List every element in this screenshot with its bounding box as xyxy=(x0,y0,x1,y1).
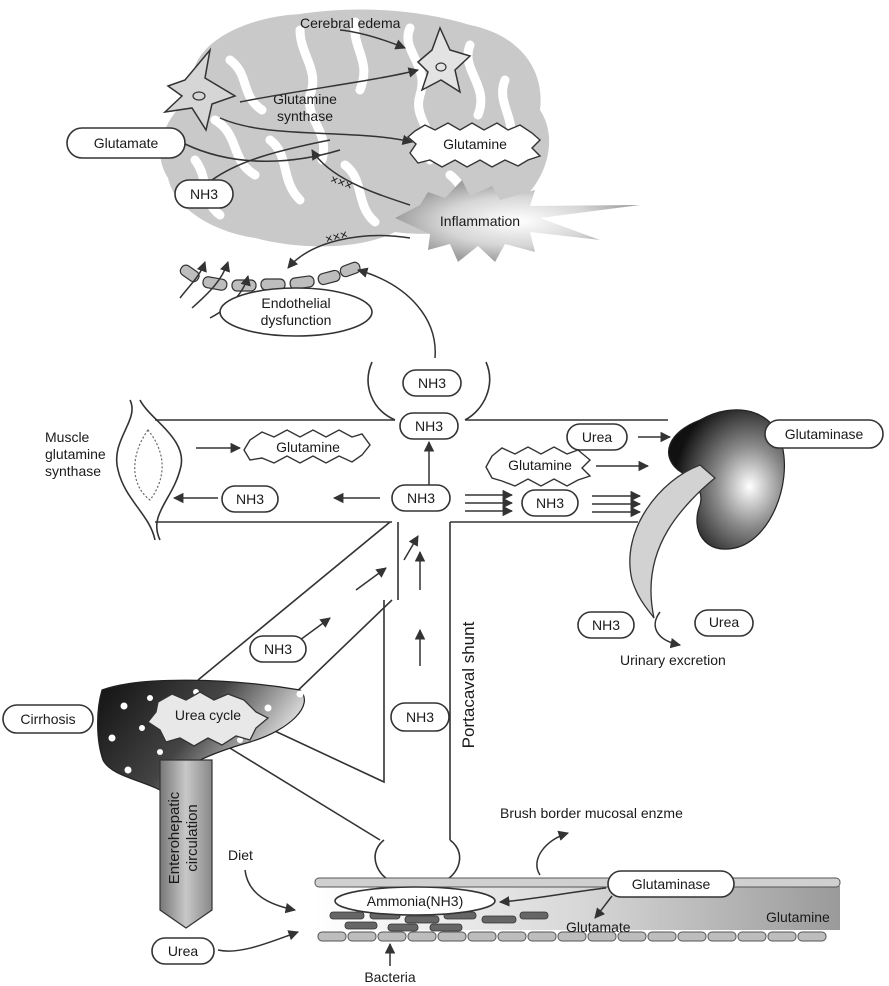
glutamine-muscle-label: Glutamine xyxy=(276,439,340,455)
brush-border-arrow xyxy=(537,833,568,875)
nh3-urine-label: NH3 xyxy=(592,617,620,633)
cirrhosis-label: Cirrhosis xyxy=(20,711,75,727)
nh3-muscle-label: NH3 xyxy=(236,491,264,507)
nh3-shunt-label: NH3 xyxy=(406,709,434,725)
urea-kidney-label: Urea xyxy=(582,429,613,445)
glutamine-synthase-label-2: synthase xyxy=(277,108,333,124)
brush-border-label: Brush border mucosal enzme xyxy=(500,805,683,821)
inflammation-label: Inflammation xyxy=(440,213,520,229)
vessel-top-right-curve xyxy=(465,362,490,420)
muscle-gs-label: Muscle xyxy=(45,429,90,445)
muscle-gs-label-3: synthase xyxy=(45,463,101,479)
glutamate-gut-label: Glutamate xyxy=(566,919,631,935)
muscle-outline xyxy=(117,400,182,540)
endothelial-cells xyxy=(178,261,361,291)
diet-arrow xyxy=(245,870,295,910)
nh3-top-label: NH3 xyxy=(418,375,446,391)
diet-label: Diet xyxy=(228,847,253,863)
endothelial-dysfunction-label: Endothelial xyxy=(261,295,330,311)
ureter xyxy=(630,465,715,618)
gut-wall-top xyxy=(315,878,840,887)
portal-arrow-3 xyxy=(404,536,418,560)
vessel-top-left-curve xyxy=(368,362,395,420)
urea-gut-label: Urea xyxy=(168,943,199,959)
bacteria-label: Bacteria xyxy=(364,969,416,985)
urea-cycle-label: Urea cycle xyxy=(175,707,241,723)
gut-junction-left xyxy=(375,840,395,882)
gut-junction-right xyxy=(440,840,460,882)
glutamine-brain-label: Glutamine xyxy=(443,136,507,152)
urinary-excretion-label: Urinary excretion xyxy=(620,652,726,668)
nh3-mid-label: NH3 xyxy=(407,490,435,506)
portal-arrow-1 xyxy=(300,618,330,640)
enterohepatic-label: Enterohepaticcirculation xyxy=(166,791,201,884)
ammonia-gut-label: Ammonia(NH3) xyxy=(367,893,463,909)
cerebral-edema-label: Cerebral edema xyxy=(300,15,401,31)
urinary-excretion-arrow xyxy=(655,612,680,645)
glutamate-brain-label: Glutamate xyxy=(94,135,159,151)
nh3-portal-label: NH3 xyxy=(264,641,292,657)
portal-arrow-2 xyxy=(356,568,386,590)
glutamine-kidney-label: Glutamine xyxy=(508,457,572,473)
glutaminase-gut-label: Glutaminase xyxy=(632,876,711,892)
muscle-fiber xyxy=(135,430,162,500)
glutamine-synthase-label: Glutamine xyxy=(273,91,337,107)
muscle-gs-label-2: glutamine xyxy=(45,446,106,462)
urea-urine-label: Urea xyxy=(709,614,740,630)
glutaminase-kidney-label: Glutaminase xyxy=(785,426,864,442)
portacaval-shunt-label: Portacaval shunt xyxy=(459,621,478,748)
nh3-brain-label: NH3 xyxy=(190,186,218,202)
glutamine-gut-label: Glutamine xyxy=(766,909,830,925)
endothelial-dysfunction-label-2: dysfunction xyxy=(261,312,332,328)
liver-to-gut-line xyxy=(220,742,380,840)
nh3-center-label: NH3 xyxy=(415,418,443,434)
urea-to-gut-arrow xyxy=(218,932,298,951)
nh3-kidney-label: NH3 xyxy=(536,495,564,511)
